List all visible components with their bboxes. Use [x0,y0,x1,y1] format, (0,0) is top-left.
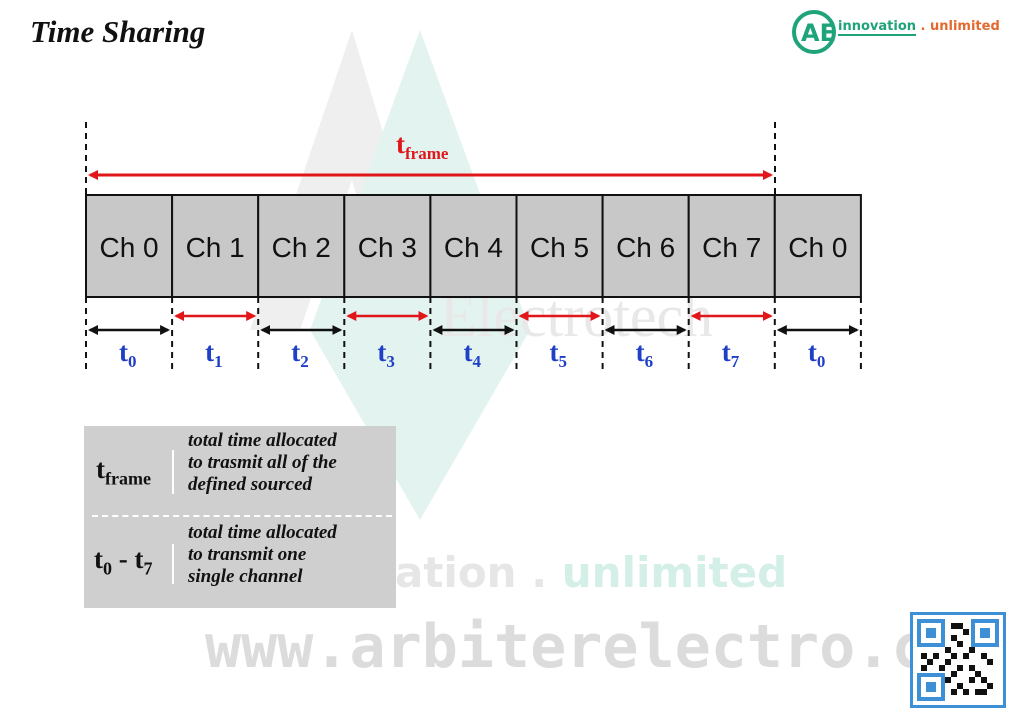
slot-label: t5 [550,337,568,371]
logo-icon: AE [792,10,836,54]
channel-cell [85,194,174,298]
slot-label: t0 [119,337,137,371]
channel-row: Ch 0 Ch 1 Ch 2 Ch 3 Ch 4 Ch 5 Ch 6 Ch 7 Ch 0 [85,194,862,298]
channel-cell [429,194,518,298]
frame-label: tframe [396,129,449,163]
slot-label: t1 [205,337,223,371]
legend-divider [92,515,392,517]
qr-code-icon[interactable] [910,612,1006,708]
channel-label: Ch 7 [702,232,761,263]
channel-cell [257,194,346,298]
channel-label: Ch 6 [616,232,675,263]
channel-cell [687,194,776,298]
slot-label: t2 [291,337,309,371]
legend-separator [172,450,174,494]
channel-cell [343,194,432,298]
channel-label: Ch 1 [186,232,245,263]
channel-label: Ch 4 [444,232,503,263]
slot-row: t0 t1 t2 t3 t4 t5 t6 t7 t0 [85,297,862,372]
channel-cell [171,194,260,298]
page-title: Time Sharing [30,14,206,49]
channel-label: Ch 0 [788,232,847,263]
logo-text: innovation . unlimited [838,19,1000,36]
legend-symbol-frame: tframe [96,454,151,489]
channel-label: Ch 5 [530,232,589,263]
channel-cell [773,194,862,298]
frame-indicator: tframe [85,122,776,195]
slot-label: t6 [636,337,654,371]
watermark-url: www.arbiterelectro.com [205,612,1000,682]
channel-cell [601,194,690,298]
slot-label: t7 [722,337,740,371]
slot-label: t3 [377,337,395,371]
watermark-tagline: ation . unlimited [395,548,788,597]
logo-mark: AE [801,19,836,47]
channel-label: Ch 2 [272,232,331,263]
slot-label: t4 [463,337,481,371]
legend-separator [172,544,174,584]
channel-cell [515,194,604,298]
channel-label: Ch 3 [358,232,417,263]
slot-label: t0 [808,337,826,371]
legend-symbol-channel: t0 - t7 [94,544,153,579]
channel-label: Ch 0 [99,232,158,263]
